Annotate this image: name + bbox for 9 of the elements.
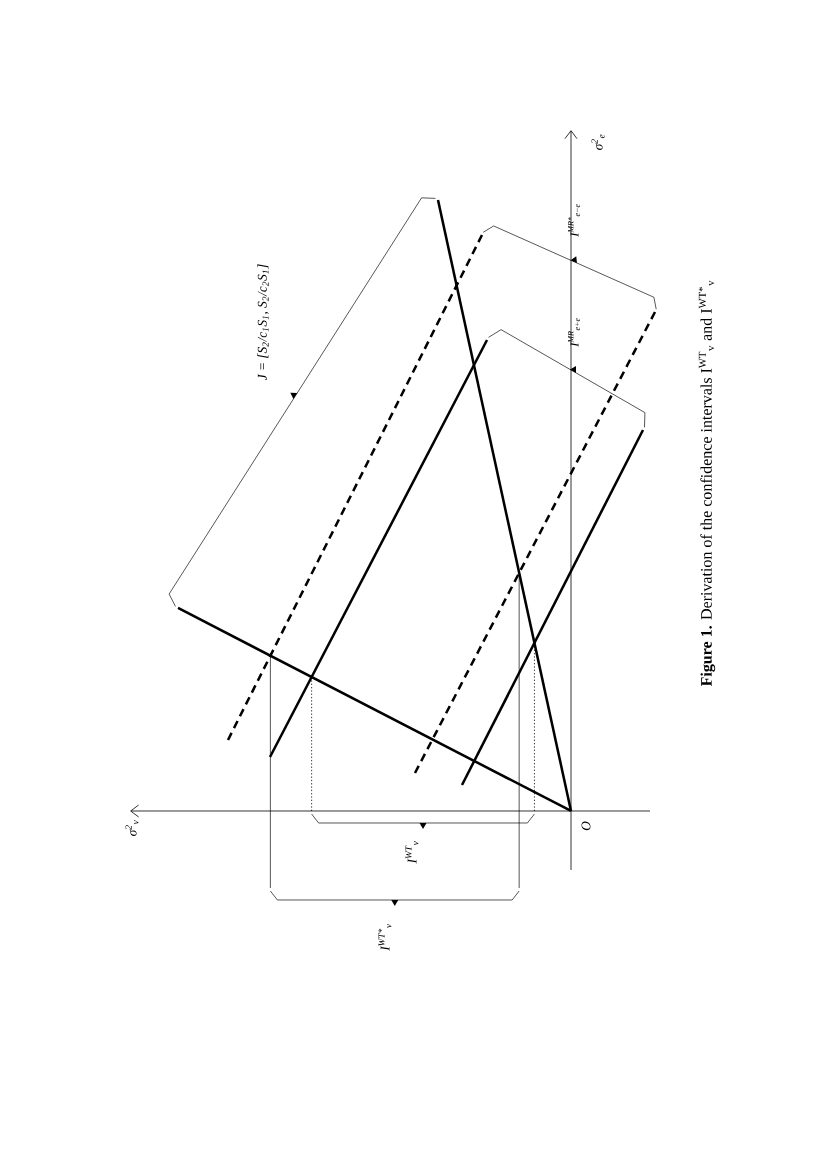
axis-label: σ$^{2}$e <box>591 134 605 150</box>
axis-label: σ$^{2}$v <box>125 820 139 836</box>
formula: J = [S$_{2}$/c$_{1}$S$_{1}$, S$_{2}$/c$_{2}$S$_{1}$] <box>257 264 269 381</box>
interval-label: I$^{WT*}$v <box>378 923 392 951</box>
interval-label: I$^{MR}$e+e <box>568 318 580 347</box>
interval-label: I$^{MR*}$e−e <box>568 204 580 237</box>
caption: Figure 1. Derivation of the confidence intervals I$^{WT}$$_{v}$ and I$^{WT*}$v <box>698 280 716 687</box>
origin-label: O <box>581 821 591 831</box>
interval-label: I$^{WT}$v <box>405 841 419 864</box>
